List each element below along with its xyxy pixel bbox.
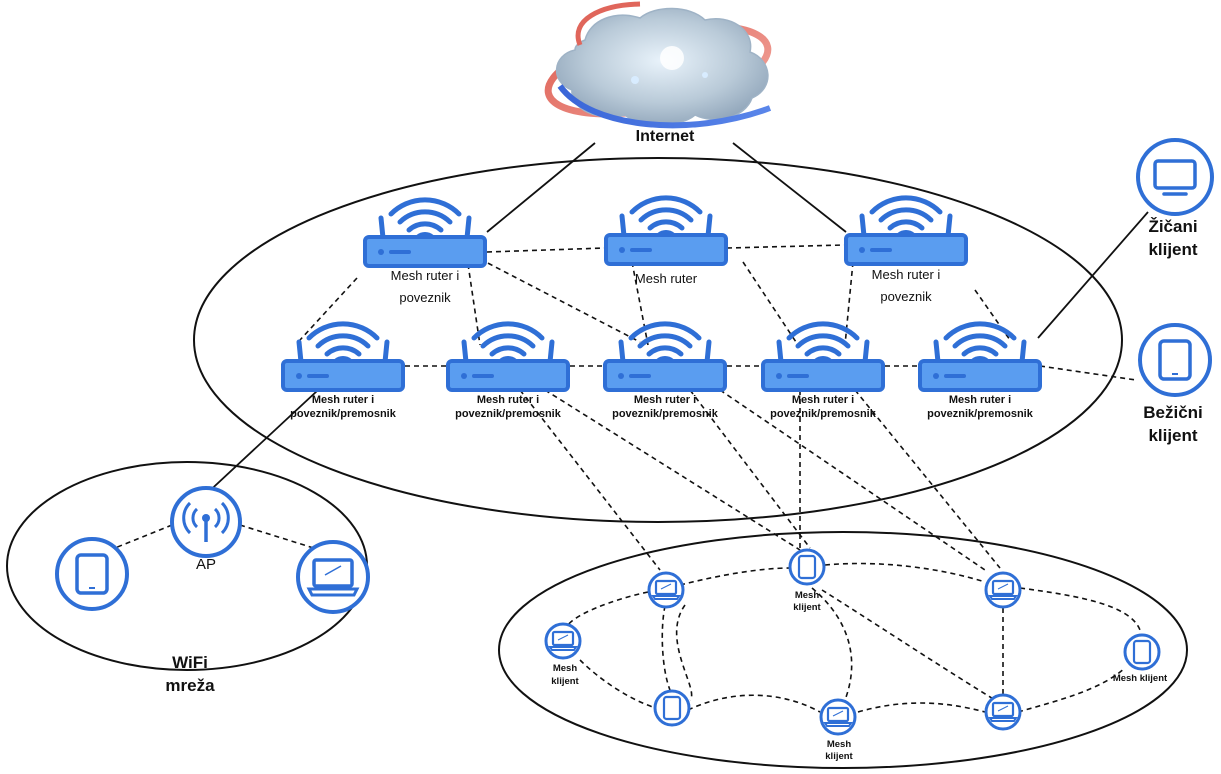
mesh-router-top-3-label-line2: poveznik (880, 289, 932, 304)
mesh-router-top-3-label-line1: Mesh ruter i (871, 267, 941, 282)
mesh-backbone-area (193, 157, 1123, 523)
mesh-client-tablet-far-right-icon (1123, 633, 1161, 671)
wifi-network-label-line1: WiFi (172, 653, 208, 672)
mesh-router-bottom-3-label-line2: poveznik/premosnik (612, 408, 718, 420)
wifi-tablet-icon (55, 537, 129, 611)
mesh-client-laptop-left-icon (544, 622, 582, 660)
mesh-router-bottom-5 (920, 320, 1040, 390)
mesh-router-bottom-2-label-line1: Mesh ruter i (476, 394, 540, 406)
wired-client-monitor-icon (1136, 138, 1214, 216)
mesh-router-bottom-1 (283, 320, 403, 390)
mesh-client-laptop-1-icon (647, 571, 685, 609)
mesh-client-tablet-bottom-icon (653, 689, 691, 727)
mesh-router-top-2-label-line1: Mesh ruter (634, 271, 698, 286)
mesh-client-bottom-label-line2: klijent (825, 751, 853, 762)
mesh-client-laptop-bottom-right-icon (984, 693, 1022, 731)
ap-antenna-icon (170, 486, 242, 558)
internet-cloud-icon (544, 1, 772, 129)
mesh-client-left-label-line2: klijent (551, 676, 579, 687)
mesh-router-bottom-4 (763, 320, 883, 390)
mesh-client-right-label: Mesh klijent (1112, 673, 1168, 684)
mesh-router-top-1-label-line1: Mesh ruter i (390, 268, 460, 283)
dashed-links (109, 244, 1141, 713)
mesh-client-bottom-label-line1: Mesh (826, 739, 852, 750)
mesh-router-top-2 (606, 194, 726, 264)
mesh-router-bottom-3-label-line1: Mesh ruter i (633, 394, 697, 406)
internet-label: Internet (635, 128, 695, 145)
mesh-router-bottom-4-label-line1: Mesh ruter i (791, 394, 855, 406)
mesh-router-top-1-label-line2: poveznik (399, 290, 451, 305)
mesh-client-left-label-line1: Mesh (552, 663, 578, 674)
mesh-router-bottom-4-label-line2: poveznik/premosnik (770, 408, 876, 420)
mesh-router-top-3 (846, 194, 966, 264)
mesh-client-laptop-right-icon (984, 571, 1022, 609)
solid-links (202, 142, 1149, 498)
mesh-router-bottom-2 (448, 320, 568, 390)
mesh-router-bottom-2-label-line2: poveznik/premosnik (455, 408, 561, 420)
wireless-client-label-line2: klijent (1148, 426, 1198, 445)
mesh-client-area (498, 531, 1188, 769)
mesh-client-center-label-line2: klijent (793, 602, 821, 613)
ap-label: AP (195, 556, 216, 573)
wireless-client-tablet-icon (1138, 323, 1212, 397)
mesh-client-tablet-center-icon (788, 548, 826, 586)
mesh-router-bottom-3 (605, 320, 725, 390)
mesh-router-top-1 (365, 196, 485, 266)
wired-client-label-line1: Žičani (1148, 217, 1198, 236)
mesh-router-bottom-5-label-line2: poveznik/premosnik (927, 408, 1033, 420)
wired-client-label-line2: klijent (1148, 240, 1198, 259)
wifi-laptop-icon (296, 540, 370, 614)
wireless-client-label-line1: Bežični (1143, 403, 1203, 422)
mesh-client-laptop-bottom-icon (819, 698, 857, 736)
mesh-router-bottom-1-label-line1: Mesh ruter i (311, 394, 375, 406)
mesh-router-bottom-1-label-line2: poveznik/premosnik (290, 408, 396, 420)
mesh-client-center-label-line1: Mesh (794, 590, 820, 601)
wifi-network-label-line2: mreža (165, 676, 215, 695)
mesh-router-bottom-5-label-line1: Mesh ruter i (948, 394, 1012, 406)
